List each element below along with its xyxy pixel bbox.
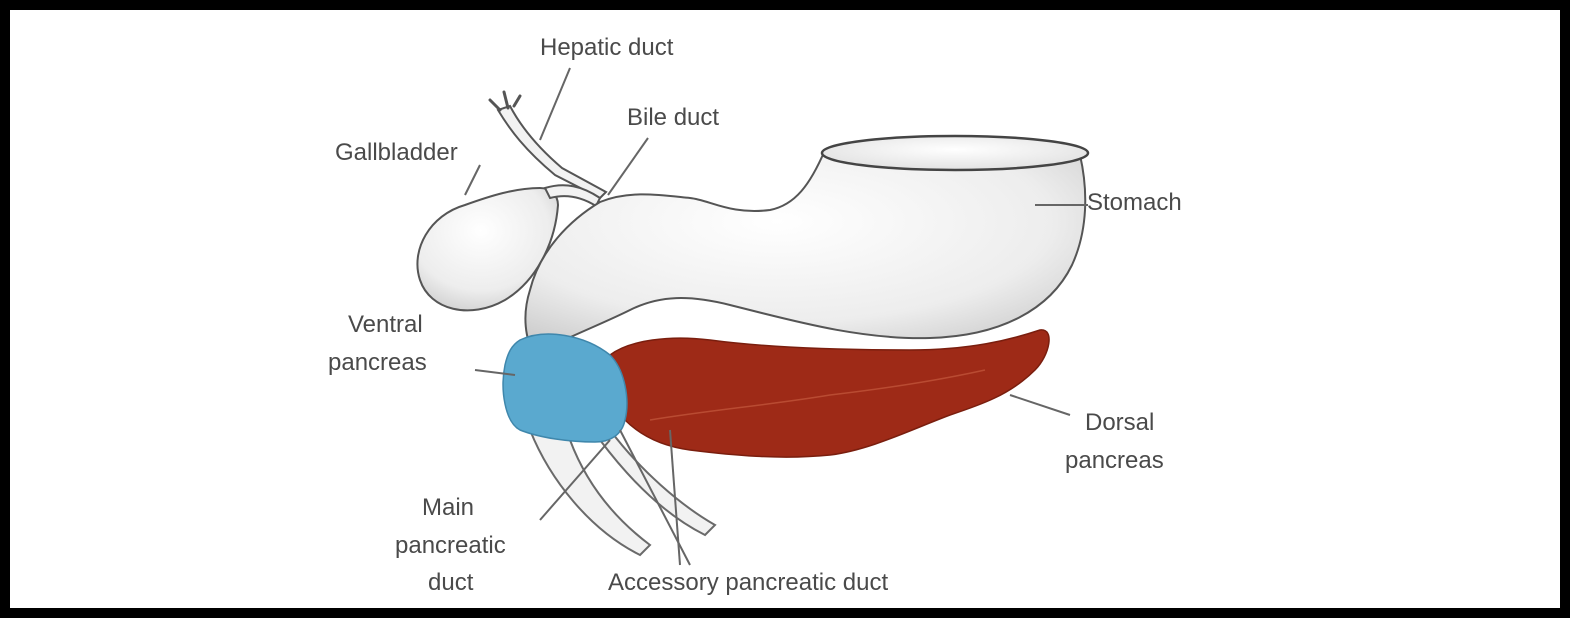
diagram-canvas: Hepatic duct Bile duct Gallbladder Stoma… <box>10 10 1560 608</box>
label-bile-duct: Bile duct <box>627 104 719 131</box>
label-main-duct-line2: pancreatic <box>395 532 506 559</box>
dorsal-pancreas <box>608 330 1049 457</box>
label-accessory-duct: Accessory pancreatic duct <box>608 569 888 596</box>
label-hepatic-duct: Hepatic duct <box>540 34 674 61</box>
label-dorsal-pancreas-line2: pancreas <box>1065 447 1164 474</box>
stomach-opening <box>822 136 1088 170</box>
ventral-pancreas <box>503 334 627 442</box>
label-dorsal-pancreas-line1: Dorsal <box>1085 409 1154 436</box>
label-stomach: Stomach <box>1087 189 1182 216</box>
label-main-duct-line3: duct <box>428 569 474 596</box>
label-main-duct-line1: Main <box>422 494 474 521</box>
label-ventral-pancreas-line2: pancreas <box>328 349 427 376</box>
stomach-duodenum <box>525 150 1085 355</box>
label-ventral-pancreas-line1: Ventral <box>348 311 423 338</box>
hepatic-duct-tube <box>498 106 606 198</box>
pancreas-development-diagram: Hepatic duct Bile duct Gallbladder Stoma… <box>10 10 1560 608</box>
label-gallbladder: Gallbladder <box>335 139 458 166</box>
